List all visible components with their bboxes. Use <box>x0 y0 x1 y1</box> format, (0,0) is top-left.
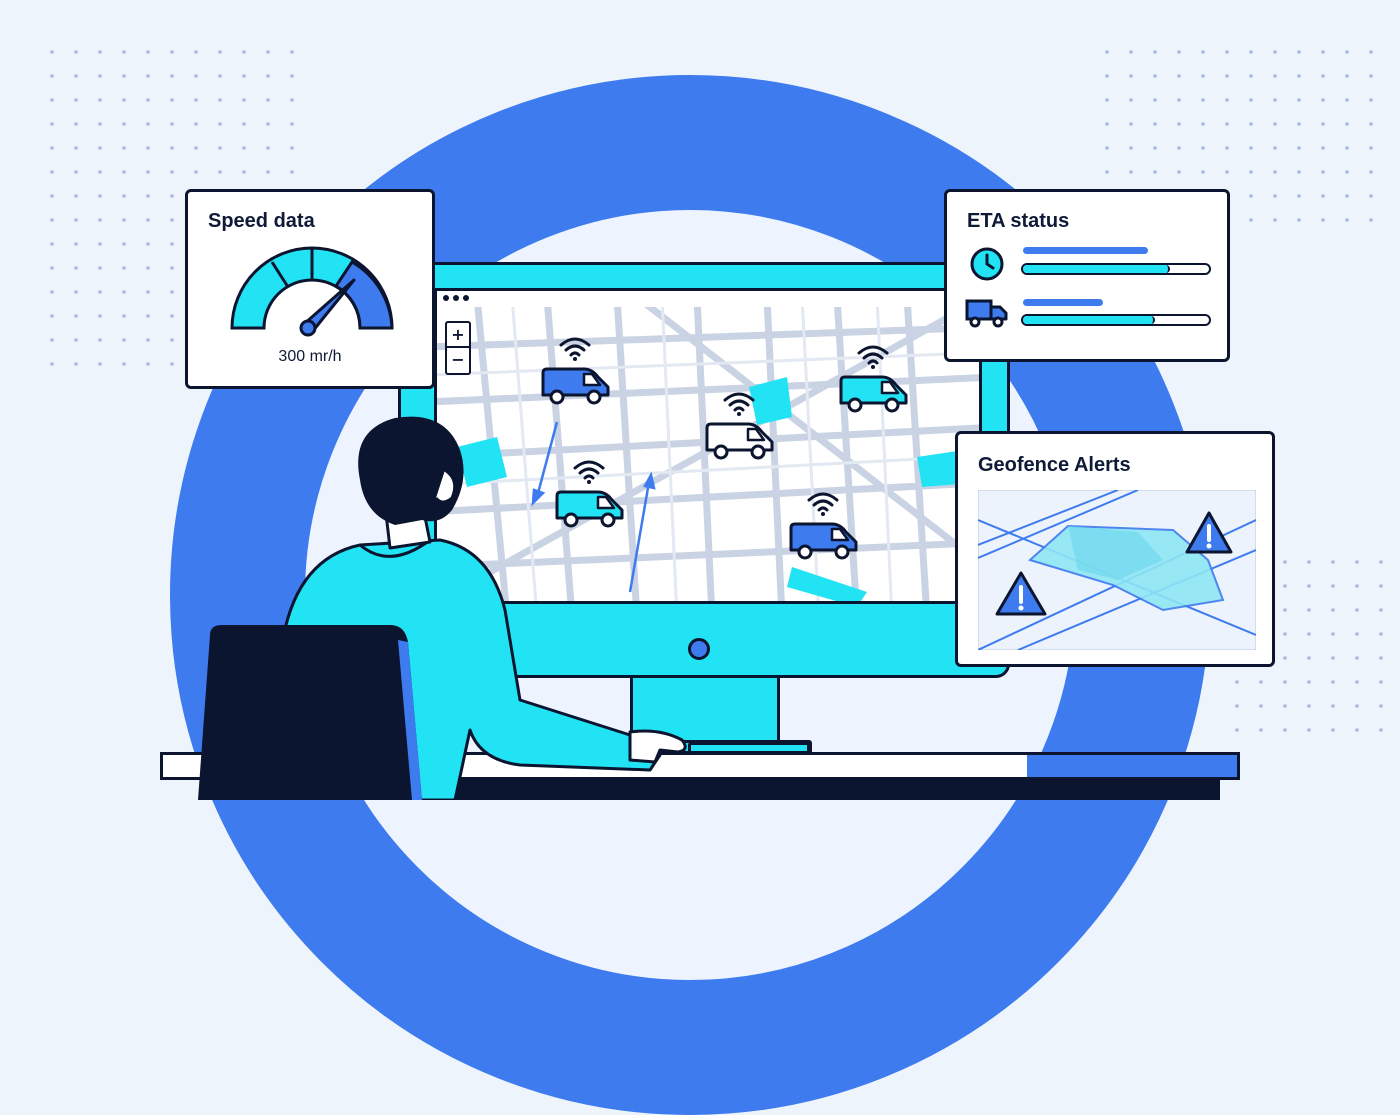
eta-progress-bar <box>1021 263 1211 275</box>
delivery-van-icon <box>839 375 908 413</box>
delivery-van-icon <box>541 367 610 405</box>
vehicle-marker[interactable] <box>788 490 862 564</box>
eta-progress-fill <box>1023 265 1171 273</box>
eta-status-card[interactable]: ETA status <box>944 189 1230 362</box>
eta-row-label-bar <box>1023 247 1148 254</box>
wifi-signal-icon <box>857 345 889 369</box>
vehicle-marker[interactable] <box>554 458 628 532</box>
zoom-in-button[interactable]: + <box>451 325 465 344</box>
zoom-out-button[interactable]: − <box>447 346 469 371</box>
vehicle-marker[interactable] <box>540 335 614 409</box>
clock-icon <box>970 247 1004 281</box>
window-dot[interactable] <box>453 295 459 301</box>
desk-accent <box>1027 755 1237 777</box>
map-screen: + − <box>434 288 982 604</box>
window-dot[interactable] <box>463 295 469 301</box>
eta-row-label-bar <box>1023 299 1103 306</box>
wifi-signal-icon <box>573 460 605 484</box>
speed-card-title: Speed data <box>208 210 315 232</box>
speed-data-card[interactable]: Speed data 300 mr/h <box>185 189 435 389</box>
delivery-van-icon <box>705 422 774 460</box>
speed-reading: 300 mr/h <box>278 348 342 365</box>
operator-person <box>198 416 687 800</box>
vehicle-marker[interactable] <box>838 343 912 417</box>
vehicle-marker[interactable] <box>704 390 778 464</box>
delivery-van-icon <box>789 522 858 560</box>
eta-progress-fill <box>1023 316 1156 324</box>
delivery-van-icon <box>555 490 624 528</box>
wifi-signal-icon <box>807 492 839 516</box>
eta-card-title: ETA status <box>967 210 1070 232</box>
geofence-card-title: Geofence Alerts <box>978 454 1131 476</box>
window-dot[interactable] <box>443 295 449 301</box>
speedometer-gauge-icon <box>230 246 394 337</box>
monitor-power-button[interactable] <box>688 638 710 660</box>
wifi-signal-icon <box>723 392 755 416</box>
warning-triangle-icon <box>995 571 1047 616</box>
geofence-map[interactable] <box>978 490 1256 650</box>
keyboard[interactable] <box>688 742 810 754</box>
warning-triangle-icon <box>1185 511 1233 554</box>
map-zoom-control: + − <box>445 321 471 375</box>
wifi-signal-icon <box>559 337 591 361</box>
eta-progress-bar <box>1021 314 1211 326</box>
truck-icon <box>965 299 1008 328</box>
city-map[interactable] <box>437 307 982 604</box>
geofence-alerts-card[interactable]: Geofence Alerts <box>955 431 1275 667</box>
